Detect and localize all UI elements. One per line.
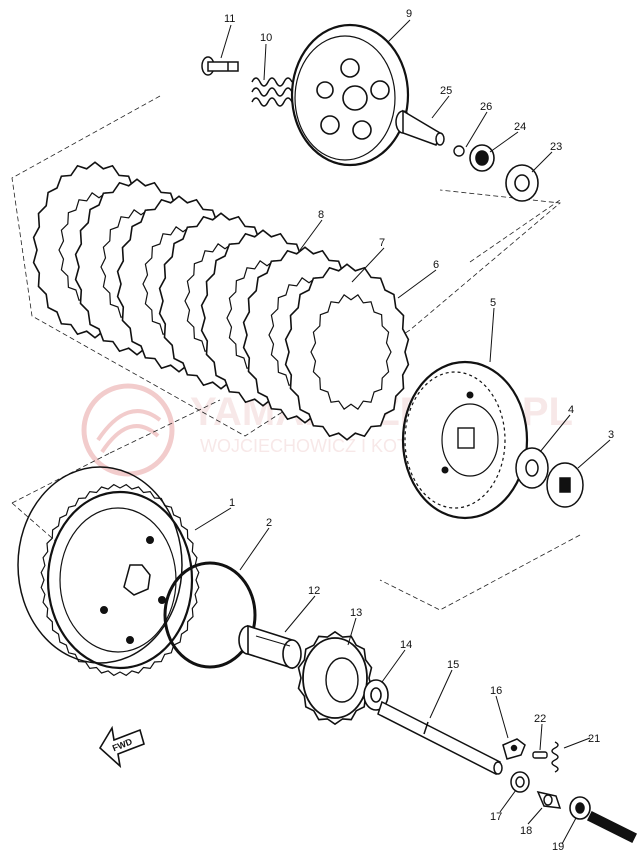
label-10: 10 <box>260 32 272 44</box>
clutch-plate-stack <box>32 161 410 441</box>
part-24-bearing <box>469 144 495 172</box>
part-26-ball <box>453 145 465 157</box>
label-13: 13 <box>350 607 362 619</box>
part-9-pressure-plate <box>290 23 410 167</box>
part-1-clutch-housing <box>17 466 200 677</box>
housing-gear-teeth <box>40 483 200 677</box>
label-1: 1 <box>229 497 235 509</box>
label-2: 2 <box>266 517 272 529</box>
label-3: 3 <box>608 429 614 441</box>
adjuster-screw <box>586 810 638 844</box>
part-2-o-ring <box>163 561 257 669</box>
label-9: 9 <box>406 8 412 20</box>
label-11: 11 <box>224 13 235 25</box>
label-15: 15 <box>447 659 459 671</box>
part-21-spring <box>551 741 559 773</box>
label-21: 21 <box>588 733 600 745</box>
label-12: 12 <box>308 585 320 597</box>
label-16: 16 <box>490 685 502 697</box>
part-10-spring <box>251 77 293 107</box>
part-4-thrust-washer <box>515 447 549 489</box>
part-12-spacer <box>238 624 302 670</box>
label-26: 26 <box>480 101 492 113</box>
label-8: 8 <box>318 209 324 221</box>
label-25: 25 <box>440 85 452 97</box>
part-16-lever <box>502 738 526 760</box>
part-11-bolt <box>201 56 239 76</box>
label-14: 14 <box>400 639 412 651</box>
part-23-washer <box>505 164 539 202</box>
label-6: 6 <box>433 259 439 271</box>
part-13-gear <box>297 630 373 726</box>
label-17: 17 <box>490 811 502 823</box>
label-4: 4 <box>568 404 574 416</box>
part-18-lever-arm <box>536 790 562 809</box>
part-5-clutch-boss <box>401 360 529 520</box>
label-7: 7 <box>379 237 385 249</box>
fwd-arrow-icon: FWD <box>98 725 145 769</box>
label-19: 19 <box>552 841 564 850</box>
part-3-lock-washer <box>546 462 584 508</box>
label-5: 5 <box>490 297 496 309</box>
watermark-logo-icon <box>81 383 175 477</box>
label-23: 23 <box>550 141 562 153</box>
clutch-plate-inner <box>310 294 392 410</box>
part-22-pin <box>532 751 548 759</box>
part-labels: 11 10 9 25 26 24 23 8 7 6 5 4 3 1 2 12 1… <box>224 8 614 850</box>
part-25-push-rod <box>395 109 445 146</box>
part-17-seal <box>510 771 530 793</box>
group-boundaries <box>11 95 581 611</box>
label-22: 22 <box>534 713 546 725</box>
label-24: 24 <box>514 121 526 133</box>
part-19-nut <box>569 796 591 820</box>
label-18: 18 <box>520 825 532 837</box>
leader-lines <box>194 19 611 845</box>
part-15-push-rod <box>377 700 503 776</box>
